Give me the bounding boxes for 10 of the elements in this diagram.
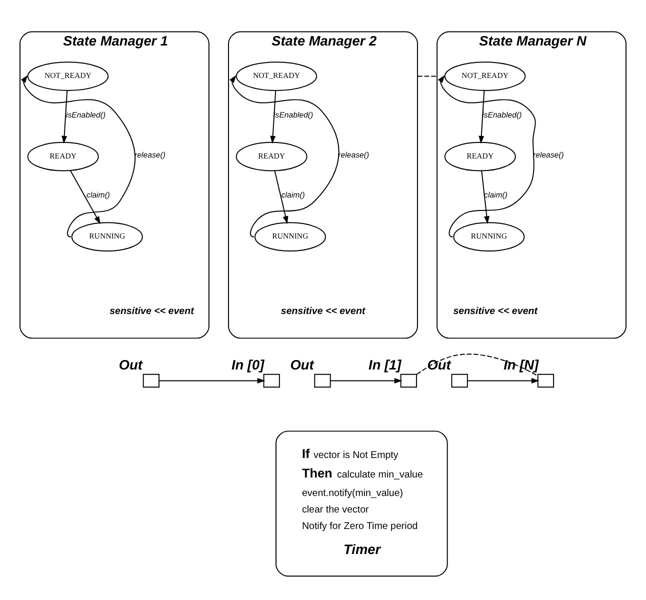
edge-label: claim() [281,190,305,200]
edge-label: isEnabled() [66,110,106,120]
edge-label: claim() [484,190,508,200]
node-label: Out [290,358,314,373]
node-label: In [0] [231,358,264,373]
node-label: Out [427,358,451,373]
node-label: Out [118,358,142,373]
edge-label: claim() [86,190,110,200]
node-label: In [1] [368,358,402,373]
node-label: In [N] [504,358,539,373]
